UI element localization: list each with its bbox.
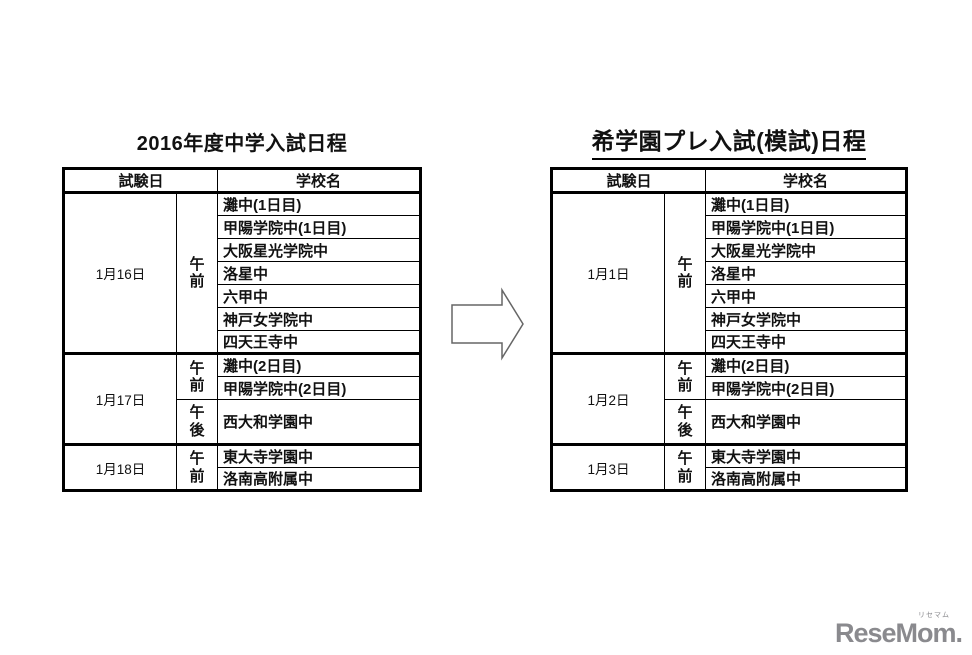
left-table-title: 2016年度中学入試日程 <box>136 133 348 155</box>
session-period-cell: 午 前 <box>175 444 219 491</box>
session-period-cell: 午 前 <box>175 353 219 400</box>
school-name-cell: 六甲中 <box>217 284 421 308</box>
school-name-cell: 西大和学園中 <box>705 399 907 445</box>
school-name-cell: 灘中(1日目) <box>217 192 421 216</box>
school-name-cell: 東大寺学園中 <box>217 444 421 468</box>
date-group: 1月18日 午 前 東大寺学園中 洛南高附属中 <box>63 444 421 491</box>
table-row: 1月1日 午 前 灘中(1日目) <box>551 192 907 354</box>
date-group: 1月2日 午 前 灘中(2日目) 甲陽学院中(2日目) 午 後 西大和学園中 <box>551 353 907 445</box>
table-row: 1月17日 午 前 灘中(2日目) <box>63 353 421 445</box>
table-row: 四天王寺中 <box>64 330 421 354</box>
table-row: 1月16日 午 前 灘中(1日目) <box>63 192 421 354</box>
school-name-cell: 洛星中 <box>705 261 907 285</box>
date-group: 1月16日 午 前 灘中(1日目) 甲陽学院中(1日目) 大阪星光学院中 洛星中… <box>63 192 421 354</box>
table-header-row: 試験日 学校名 <box>550 168 907 194</box>
mock-exam-schedule-table: 試験日 学校名 1月1日 午 前 灘中(1日目) 甲陽学院中(1日目) 大阪星光… <box>550 167 908 492</box>
table-row: 洛南高附属中 <box>64 467 421 491</box>
exam-schedule-table-2016: 試験日 学校名 1月16日 午 前 灘中(1日目) 甲陽学院中(1日目) 大阪星… <box>62 167 422 492</box>
table-row: 甲陽学院中(1日目) <box>552 215 907 239</box>
school-name-cell: 灘中(1日目) <box>705 192 907 216</box>
session-period-cell: 午 前 <box>663 353 707 400</box>
session-period-cell: 午 後 <box>663 399 707 445</box>
exam-date-cell: 1月18日 <box>63 444 177 491</box>
school-name-cell: 甲陽学院中(2日目) <box>705 376 907 400</box>
table-row: 1月2日 午 前 灘中(2日目) <box>551 353 907 445</box>
resemom-logo-ruby: リセマム <box>918 612 950 619</box>
school-name-cell: 洛南高附属中 <box>217 467 421 491</box>
exam-date-cell: 1月1日 <box>551 192 665 354</box>
resemom-logo: リセマム ReseMom. <box>834 612 963 648</box>
school-name-cell: 神戸女学院中 <box>705 307 907 331</box>
session-period-cell: 午 前 <box>663 192 707 354</box>
table-row: 六甲中 <box>552 284 907 308</box>
table-row: 四天王寺中 <box>552 330 907 354</box>
exam-date-cell: 1月16日 <box>63 192 177 354</box>
header-school-name: 学校名 <box>705 168 907 194</box>
date-group: 1月17日 午 前 灘中(2日目) 甲陽学院中(2日目) 午 後 西大和学園中 <box>63 353 421 445</box>
school-name-cell: 四天王寺中 <box>705 330 907 354</box>
school-name-cell: 六甲中 <box>705 284 907 308</box>
school-name-cell: 四天王寺中 <box>217 330 421 354</box>
table-row: 甲陽学院中(2日目) <box>552 376 907 400</box>
table-row: 甲陽学院中(1日目) <box>64 215 421 239</box>
school-name-cell: 甲陽学院中(1日目) <box>217 215 421 239</box>
table-row: 1月18日 午 前 東大寺学園中 <box>63 444 421 491</box>
exam-date-cell: 1月17日 <box>63 353 177 445</box>
table-row: 洛南高附属中 <box>552 467 907 491</box>
header-school-name: 学校名 <box>217 168 421 194</box>
school-name-cell: 大阪星光学院中 <box>705 238 907 262</box>
table-row: 大阪星光学院中 <box>552 238 907 262</box>
right-table-title: 希学園プレ入試(模試)日程 <box>550 122 908 160</box>
school-name-cell: 神戸女学院中 <box>217 307 421 331</box>
school-name-cell: 甲陽学院中(1日目) <box>705 215 907 239</box>
header-exam-date: 試験日 <box>550 168 707 194</box>
date-group: 1月3日 午 前 東大寺学園中 洛南高附属中 <box>551 444 907 491</box>
exam-date-cell: 1月3日 <box>551 444 665 491</box>
table-row: 甲陽学院中(2日目) <box>64 376 421 400</box>
school-name-cell: 灘中(2日目) <box>217 353 421 377</box>
session-period-cell: 午 前 <box>663 444 707 491</box>
session-period-cell: 午 後 <box>175 399 219 445</box>
date-group: 1月1日 午 前 灘中(1日目) 甲陽学院中(1日目) 大阪星光学院中 洛星中 … <box>551 192 907 354</box>
resemom-logo-text: ReseMom. <box>834 618 963 648</box>
right-table-title-text: 希学園プレ入試(模試)日程 <box>591 122 867 160</box>
header-exam-date: 試験日 <box>62 168 219 194</box>
school-name-cell: 灘中(2日目) <box>705 353 907 377</box>
school-name-cell: 大阪星光学院中 <box>217 238 421 262</box>
table-row: 1月3日 午 前 東大寺学園中 <box>551 444 907 491</box>
school-name-cell: 東大寺学園中 <box>705 444 907 468</box>
session-period-cell: 午 前 <box>175 192 219 354</box>
school-name-cell: 洛南高附属中 <box>705 467 907 491</box>
table-row: 六甲中 <box>64 284 421 308</box>
school-name-cell: 西大和学園中 <box>217 399 421 445</box>
school-name-cell: 甲陽学院中(2日目) <box>217 376 421 400</box>
exam-date-cell: 1月2日 <box>551 353 665 445</box>
table-header-row: 試験日 学校名 <box>62 168 421 194</box>
table-row: 大阪星光学院中 <box>64 238 421 262</box>
school-name-cell: 洛星中 <box>217 261 421 285</box>
right-arrow-icon <box>449 286 527 362</box>
